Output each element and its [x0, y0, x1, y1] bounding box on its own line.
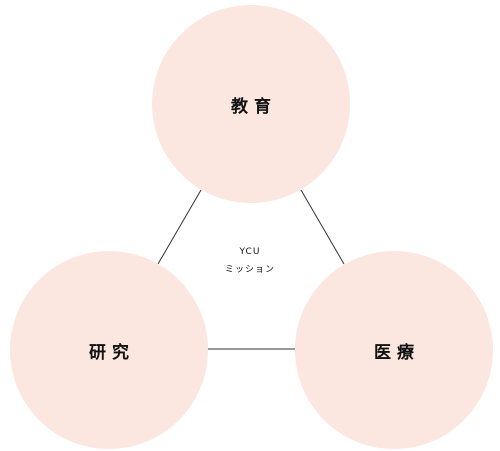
node-research-label: 研究: [89, 342, 135, 363]
connector-top-right: [300, 189, 345, 265]
connector-top-left: [157, 189, 202, 265]
node-medical: 医療: [295, 251, 493, 449]
node-research: 研究: [10, 251, 208, 449]
center-mission-label: YCU ミッション: [200, 243, 300, 279]
center-line-2: ミッション: [224, 265, 275, 275]
node-education: 教育: [152, 5, 350, 203]
node-education-label: 教育: [231, 96, 277, 117]
node-medical-label: 医療: [374, 342, 420, 363]
center-line-1: YCU: [239, 247, 261, 257]
